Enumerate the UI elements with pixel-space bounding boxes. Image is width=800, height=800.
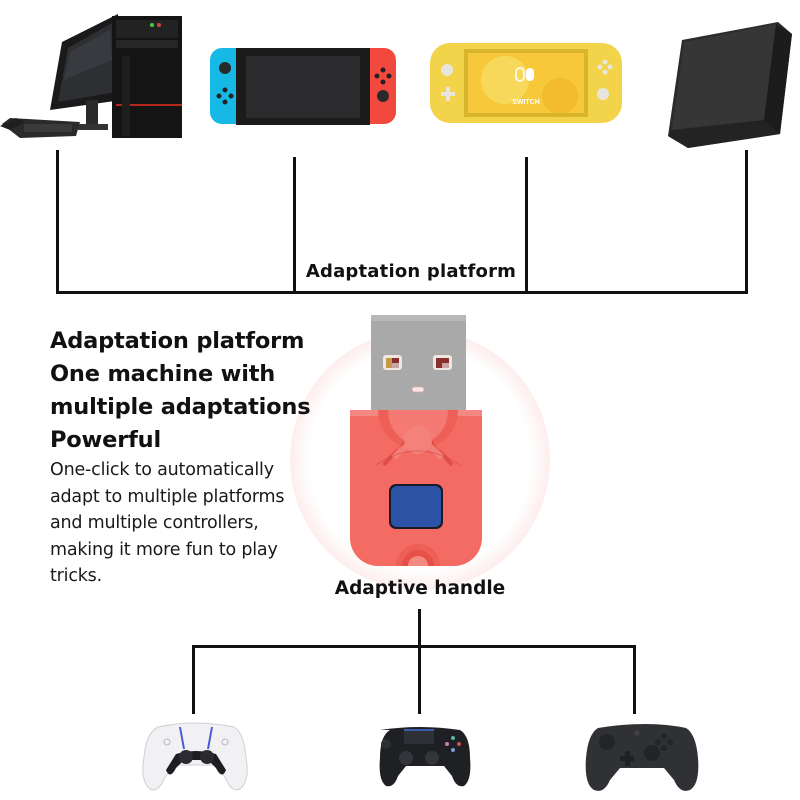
description-line: adapt to multiple platforms: [50, 486, 285, 507]
description-line: making it more fun to play: [50, 539, 278, 560]
connector-adapter: [418, 609, 421, 647]
platform-label: Adaptation platform: [305, 261, 517, 282]
description-line: One-click to automatically: [50, 460, 274, 480]
connector-tv-box: [745, 150, 748, 294]
adapter-label: Adaptive handle: [334, 578, 506, 599]
connector-switch: [293, 157, 296, 294]
description-line: tricks.: [50, 566, 102, 586]
description: One-click to automatically adapt to mult…: [50, 457, 340, 590]
connector-switch-pro: [633, 645, 636, 714]
headline-line: multiple adaptations: [50, 394, 311, 420]
headline: Adaptation platform One machine with mul…: [50, 325, 350, 457]
connector-ps5: [192, 645, 195, 714]
connector-horizontal: [56, 291, 748, 294]
connector-pc: [56, 150, 59, 294]
connector-switch-lite: [525, 157, 528, 294]
connector-ps4: [418, 645, 421, 714]
switch-lite-screen-text: SWITCH: [512, 99, 540, 106]
connector-horizontal-bottom: [192, 645, 636, 648]
headline-line: Adaptation platform: [50, 328, 305, 354]
description-line: and multiple controllers,: [50, 513, 259, 533]
headline-line: One machine with: [50, 361, 276, 387]
headline-line: Powerful: [50, 427, 162, 453]
